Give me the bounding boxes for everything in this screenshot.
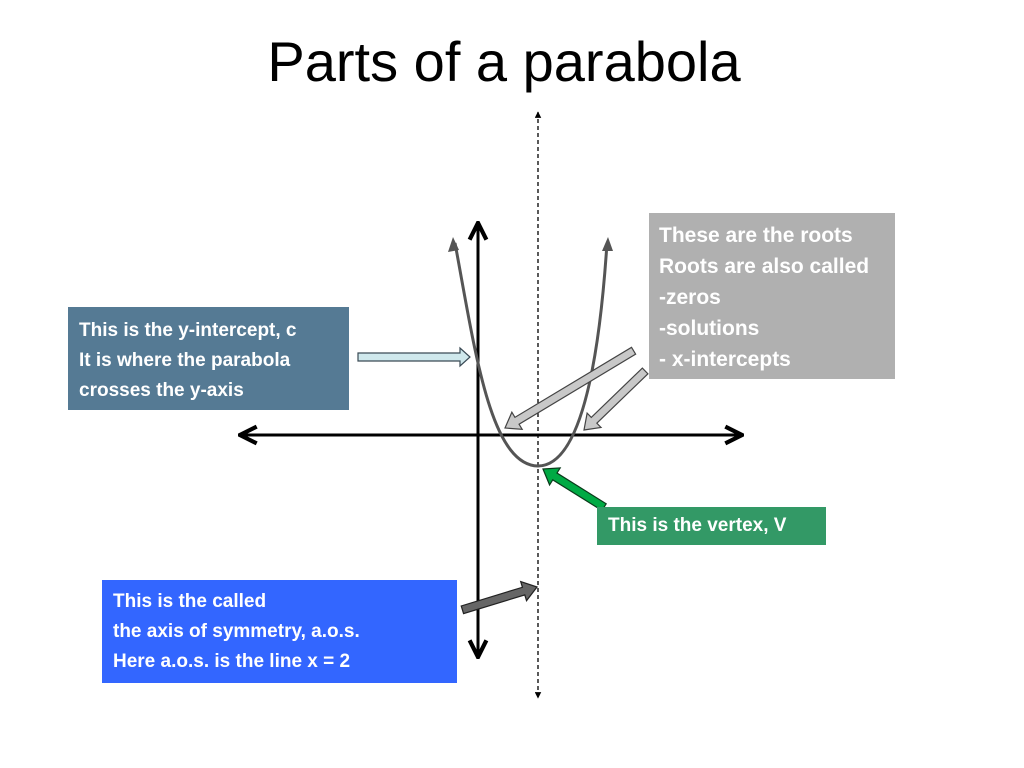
page-title: Parts of a parabola (267, 30, 741, 93)
root-arrow-right (583, 367, 649, 431)
roots-line-2: Roots are also called (659, 255, 870, 278)
parabola-curve (453, 242, 609, 468)
aos-line-3: Here a.o.s. is the line x = 2 (113, 651, 351, 672)
roots-callout: These are the roots Roots are also calle… (649, 213, 895, 379)
vertex-callout: This is the vertex, V (597, 507, 826, 545)
parabola-left-arrowhead (448, 237, 459, 252)
y-intercept-callout: This is the y-intercept, c It is where t… (68, 307, 349, 410)
roots-line-5: - x-intercepts (659, 348, 791, 371)
y-intercept-line-3: crosses the y-axis (79, 380, 244, 401)
aos-line-2: the axis of symmetry, a.o.s. (113, 621, 360, 642)
y-intercept-arrow (357, 346, 471, 368)
axis-of-symmetry-callout: This is the called the axis of symmetry,… (102, 580, 457, 683)
roots-line-3: -zeros (659, 286, 721, 309)
root-arrow-left (504, 346, 637, 431)
y-intercept-line-2: It is where the parabola (79, 350, 291, 371)
vertex-line-1: This is the vertex, V (608, 515, 787, 536)
y-intercept-line-1: This is the y-intercept, c (79, 320, 297, 341)
aos-line-1: This is the called (113, 591, 267, 612)
roots-line-4: -solutions (659, 317, 760, 340)
aos-arrow (460, 580, 538, 615)
parabola-right-arrowhead (602, 237, 613, 251)
roots-line-1: These are the roots (659, 224, 853, 247)
